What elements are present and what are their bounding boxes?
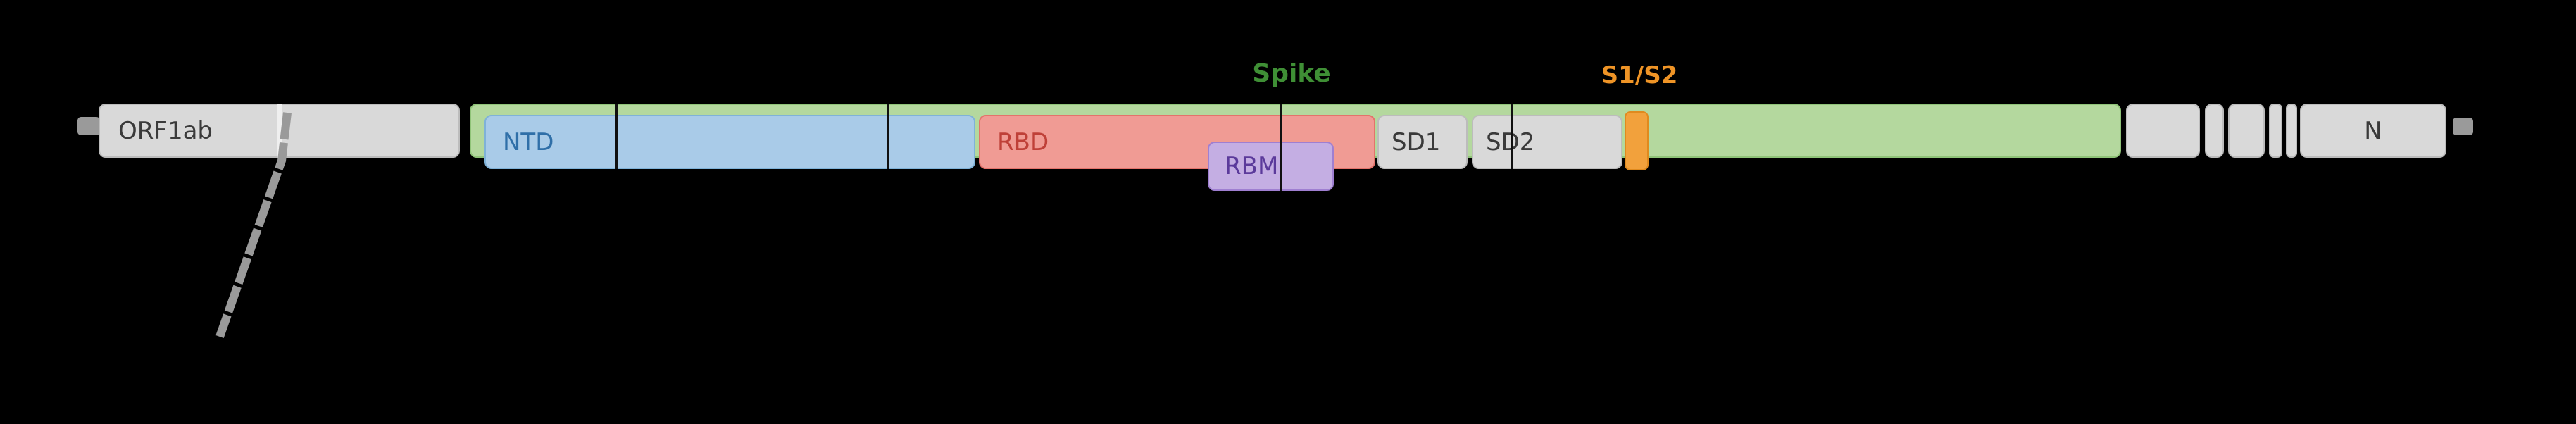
domain-rbm[interactable]: RBM xyxy=(1208,142,1334,191)
domain-boundary-tick xyxy=(615,104,618,169)
domain-rbm-label: RBM xyxy=(1225,152,1279,180)
s1s2-site-label: S1/S2 xyxy=(1601,61,1678,89)
domain-sd1[interactable]: SD1 xyxy=(1377,115,1468,169)
spike-gene-title: Spike xyxy=(1252,59,1331,88)
domain-boundary-tick xyxy=(1511,104,1513,169)
s1s2-cleavage-site-marker[interactable] xyxy=(1625,111,1649,170)
domain-sd2[interactable]: SD2 xyxy=(1472,115,1622,169)
small-gene-box[interactable] xyxy=(2126,104,2200,158)
domain-ntd-label: NTD xyxy=(503,127,554,156)
gene-orf1ab-label: ORF1ab xyxy=(118,116,213,145)
genome-line-end-cap xyxy=(2453,118,2473,135)
domain-ntd[interactable]: NTD xyxy=(484,115,975,169)
domain-boundary-tick xyxy=(887,104,889,169)
small-gene-box[interactable] xyxy=(2269,104,2282,158)
gene-n-label: N xyxy=(2364,116,2382,145)
small-gene-box[interactable] xyxy=(2286,104,2297,158)
domain-rbd-label: RBD xyxy=(997,127,1049,156)
gene-n[interactable]: N xyxy=(2300,104,2446,158)
orf1a-orf1b-divider xyxy=(277,104,282,158)
domain-sd1-label: SD1 xyxy=(1392,127,1441,156)
domain-boundary-tick xyxy=(1280,104,1282,191)
small-gene-box[interactable] xyxy=(2228,104,2265,158)
small-gene-box[interactable] xyxy=(2205,104,2224,158)
genome-line-start-cap xyxy=(77,117,100,135)
domain-sd2-label: SD2 xyxy=(1486,128,1534,156)
